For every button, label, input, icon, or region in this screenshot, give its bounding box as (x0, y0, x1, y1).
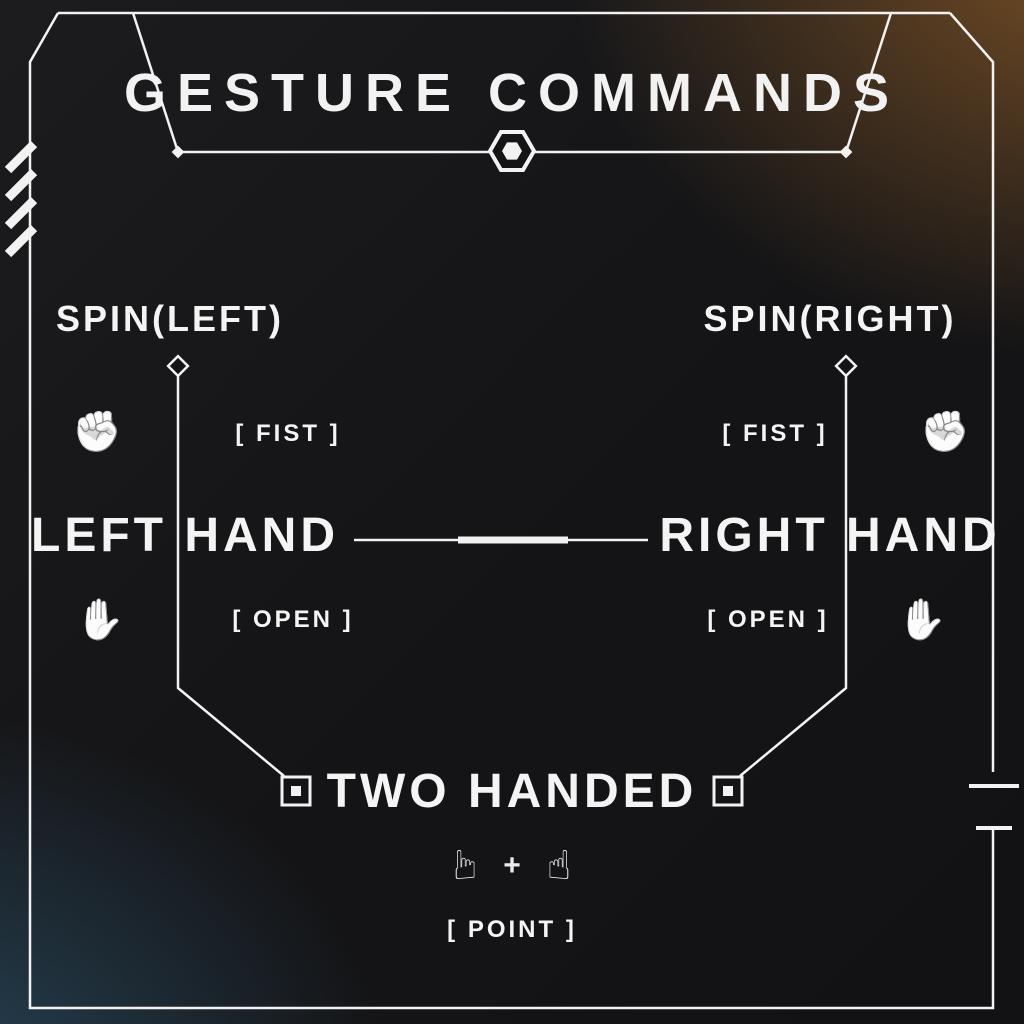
spin-right-label: SPIN(RIGHT) (703, 298, 957, 339)
fist-right-label: [ FIST ] (722, 420, 828, 447)
right-connector (739, 354, 858, 777)
point-icons-row: ☝ + ☝ (452, 843, 572, 889)
two-handed-right-node (712, 775, 744, 807)
point-left-icon: ☝ (452, 843, 478, 889)
frame-outline (28, 11, 1019, 1010)
point-label: [ POINT ] (447, 916, 577, 943)
page-title: GESTURE COMMANDS (123, 63, 901, 123)
fist-right-icon: ✊ (920, 409, 970, 455)
fist-left-label: [ FIST ] (235, 420, 341, 447)
plus-sign: + (503, 849, 521, 882)
point-right-icon: ☝ (546, 843, 572, 889)
hexagon-icon (487, 130, 537, 172)
left-hand-label: LEFT HAND (31, 509, 339, 562)
open-left-label: [ OPEN ] (232, 606, 354, 633)
open-hand-left-icon: ✋ (75, 597, 125, 643)
fist-left-icon: ✊ (72, 409, 122, 455)
spin-left-label: SPIN(LEFT) (56, 298, 284, 339)
two-handed-left-node (280, 775, 312, 807)
open-right-label: [ OPEN ] (707, 606, 829, 633)
two-handed-label: TWO HANDED (326, 765, 698, 818)
hazard-stripes-icon (4, 140, 38, 258)
right-hand-label: RIGHT HAND (659, 509, 1001, 562)
open-hand-right-icon: ✋ (897, 597, 947, 643)
left-connector (166, 354, 285, 777)
